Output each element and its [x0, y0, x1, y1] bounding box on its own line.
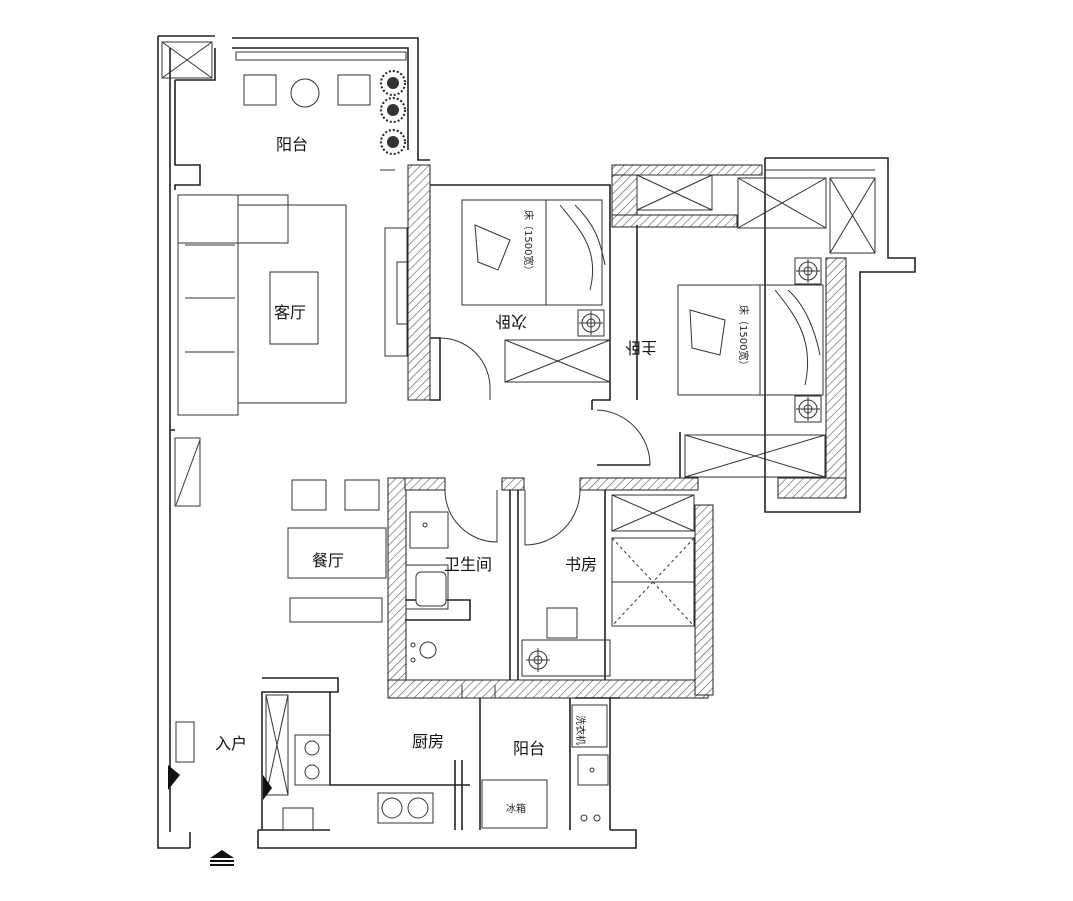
second-bedroom-furniture — [461, 199, 611, 383]
door-swings — [439, 337, 651, 698]
room-label-living-room: 客厅 — [274, 303, 306, 322]
room-label-master-bedroom: 主卧 — [625, 338, 657, 357]
room-label-balcony-top: 阳台 — [276, 135, 308, 154]
potted-plant-icon — [380, 70, 406, 155]
study-furniture — [521, 494, 695, 677]
room-label-study: 书房 — [565, 555, 597, 574]
room-label-dining: 餐厅 — [312, 551, 344, 570]
ceiling-lamp-icon — [578, 310, 604, 336]
living-room-furniture — [177, 194, 408, 416]
room-label-balcony-bottom: 阳台 — [513, 739, 545, 758]
master-bedroom-furniture — [677, 257, 826, 478]
washing-machine-label: 洗衣机 — [574, 715, 587, 745]
hatched-walls — [387, 164, 847, 699]
bathroom-fixtures — [405, 511, 449, 663]
fridge-label: 冰箱 — [506, 802, 526, 815]
room-label-second-bedroom: 次卧 — [495, 312, 527, 331]
room-label-bathroom: 卫生间 — [444, 555, 492, 574]
interior-walls — [261, 184, 681, 830]
windows — [161, 41, 889, 763]
dining-furniture — [287, 479, 387, 623]
room-label-entrance: 入户 — [215, 734, 247, 753]
balcony-furniture — [235, 51, 407, 155]
entry-arrow-icon — [168, 765, 272, 866]
room-label-kitchen: 厨房 — [412, 732, 444, 751]
bed-label-master: 床（1500宽） — [737, 305, 750, 370]
bed-label-second: 床（1500宽） — [522, 210, 535, 275]
kitchen-fixtures — [265, 694, 609, 831]
